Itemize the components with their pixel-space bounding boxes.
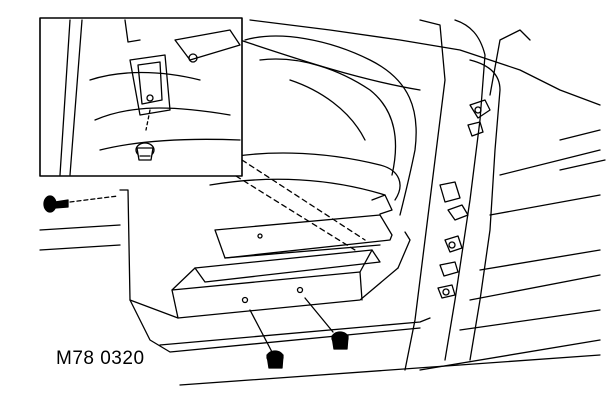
figure-reference-code: M78 0320 xyxy=(56,348,145,369)
fasteners xyxy=(43,142,349,369)
sill-trim-panel xyxy=(119,189,431,353)
screw-icon xyxy=(249,309,284,369)
background-body-lines xyxy=(39,19,606,386)
seat xyxy=(209,35,417,259)
screw-icon xyxy=(304,297,349,350)
detail-leader xyxy=(235,159,366,251)
clip-icon xyxy=(135,142,155,161)
screw-icon xyxy=(43,195,119,213)
door-pillar xyxy=(404,19,531,371)
